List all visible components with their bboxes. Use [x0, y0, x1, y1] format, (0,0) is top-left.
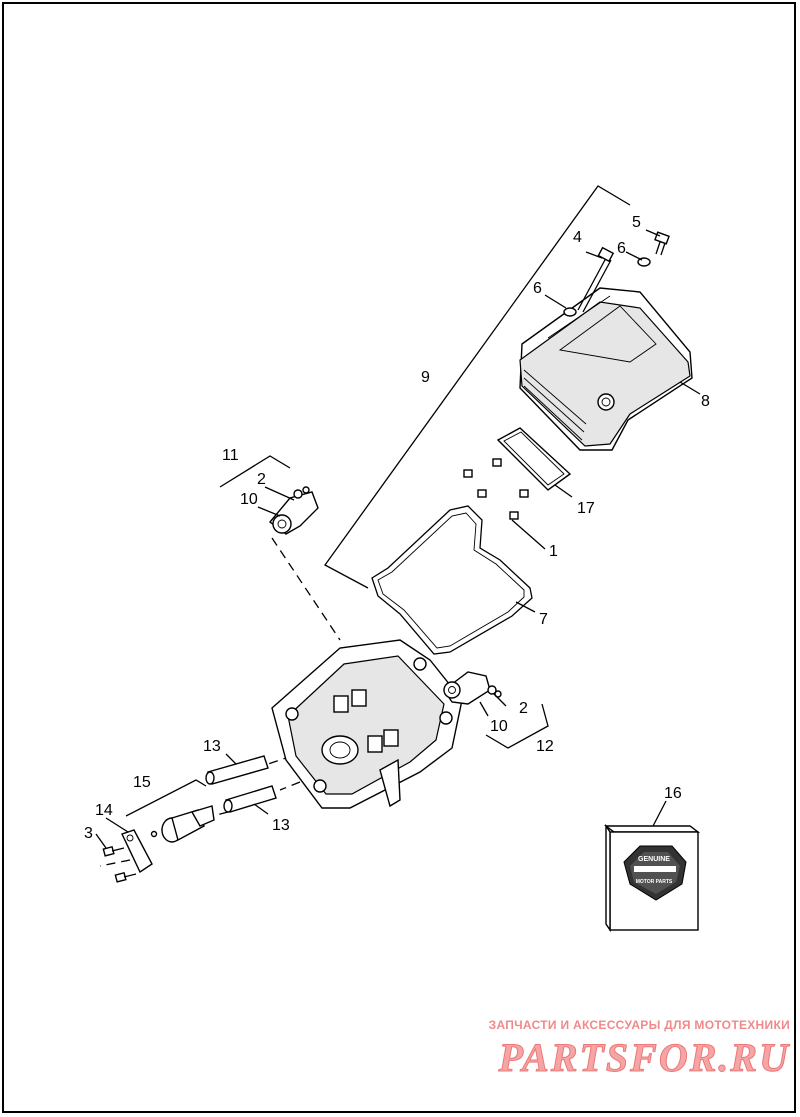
callout-14: 14 — [95, 802, 113, 819]
cover-bolt-short — [654, 231, 670, 256]
callout-10-upper: 10 — [240, 491, 258, 508]
assembly-bracket-11 — [219, 455, 291, 488]
callout-7: 7 — [539, 611, 548, 628]
callout-13-lower: 13 — [272, 817, 290, 834]
callout-1: 1 — [549, 543, 558, 560]
box-logo-bottom-text: MOTOR PARTS — [636, 879, 673, 885]
callout-4: 4 — [573, 229, 582, 246]
rocker-shafts — [205, 755, 277, 813]
box-logo-top-text: GENUINE — [638, 856, 670, 863]
callout-17: 17 — [577, 500, 595, 517]
baffle-plate — [496, 427, 572, 491]
callout-5: 5 — [632, 214, 641, 231]
leader-lines — [95, 229, 701, 849]
assembly-bracket-9 — [324, 185, 631, 589]
assembly-bracket-12 — [485, 703, 549, 749]
callout-11: 11 — [222, 447, 239, 464]
rocker-cover-gasket — [371, 505, 533, 655]
cylinder-head — [271, 639, 463, 809]
callout-3: 3 — [84, 825, 93, 842]
watermark-caption: ЗАПЧАСТИ И АКСЕССУАРЫ ДЛЯ МОТОТЕХНИКИ — [488, 1018, 790, 1032]
rocker-cover — [519, 287, 693, 451]
callout-10-lower: 10 — [490, 718, 508, 735]
rocker-arm-lower — [443, 671, 502, 705]
retainer-plate — [121, 829, 153, 874]
callout-labels: 1 17 7 8 9 4 5 6 6 11 2 10 2 10 12 13 13… — [84, 214, 710, 842]
callout-13-upper: 13 — [203, 738, 221, 755]
callout-16: 16 — [664, 785, 682, 802]
rocker-arm-upper — [268, 486, 319, 535]
callout-12: 12 — [536, 738, 554, 755]
callout-2-upper: 2 — [257, 471, 266, 488]
retainer-screws — [102, 845, 137, 883]
callout-9: 9 — [421, 369, 430, 386]
watermark-logo: PARTSFOR.RU — [498, 1035, 790, 1081]
callout-6-lower: 6 — [533, 280, 542, 297]
baffle-screws — [463, 458, 529, 520]
callout-8: 8 — [701, 393, 710, 410]
camshaft-assembly — [150, 805, 215, 843]
callout-6-upper: 6 — [617, 240, 626, 257]
assembly-bracket-15 — [125, 779, 207, 817]
callout-15: 15 — [133, 774, 151, 791]
callout-2-lower: 2 — [519, 700, 528, 717]
watermark: ЗАПЧАСТИ И АКСЕССУАРЫ ДЛЯ МОТОТЕХНИКИ PA… — [470, 1018, 790, 1081]
cover-bolt-long — [563, 246, 651, 317]
parts-box: GENUINE MOTOR PARTS — [603, 823, 701, 933]
